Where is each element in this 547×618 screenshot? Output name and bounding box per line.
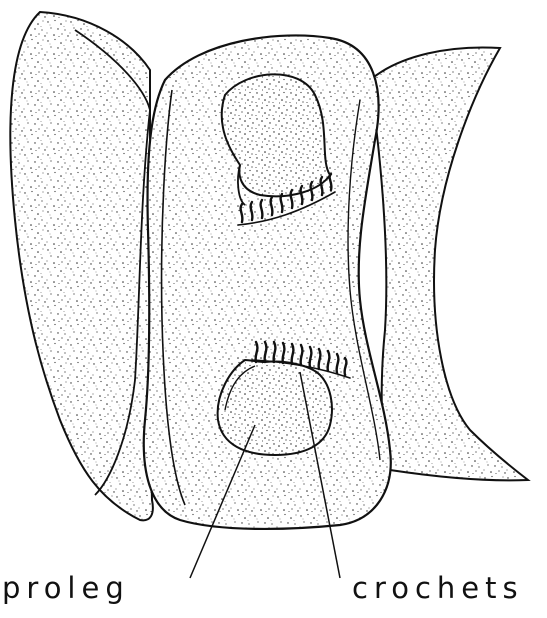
proleg-label: proleg [2,574,130,603]
right-lobe [370,47,528,480]
crochets-label: crochets [352,574,524,603]
lower-planta [218,360,332,455]
left-lobe [10,12,153,520]
